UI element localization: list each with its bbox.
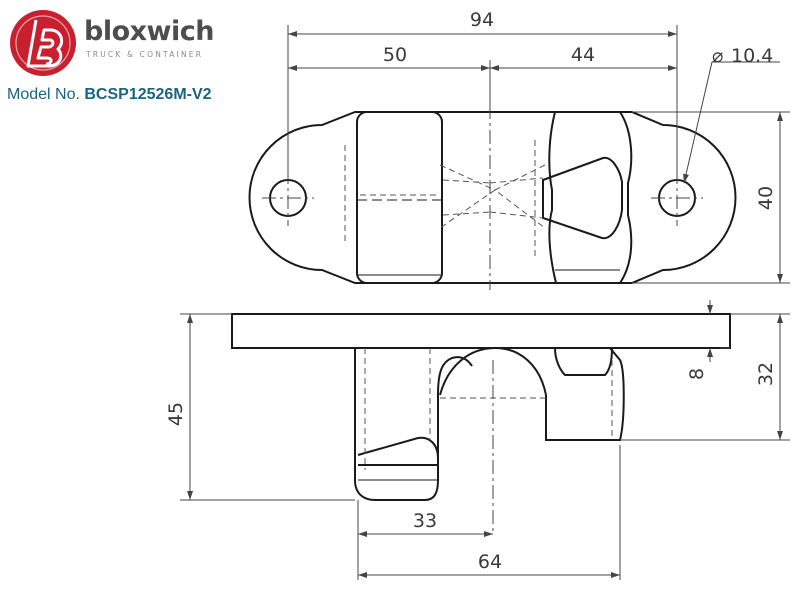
dim-left-span: 50: [383, 44, 407, 66]
dimension-lines: [180, 25, 790, 580]
top-view-hidden-lines: [344, 140, 546, 260]
dim-offset: 33: [413, 510, 437, 532]
side-view-hidden-lines: [364, 348, 613, 470]
bloxwich-logo-icon: [10, 10, 76, 76]
top-view-centerlines: [262, 105, 703, 290]
dimension-labels: 94 50 44 ⌀ 10.4 40 45 8 32 33 64: [165, 9, 777, 573]
brand-tagline: TRUCK & CONTAINER: [86, 50, 204, 59]
diameter-symbol: ⌀: [712, 45, 723, 67]
model-number: BCSP12526M-V2: [84, 86, 212, 103]
dim-width: 40: [755, 186, 777, 210]
side-view: [231, 313, 731, 501]
brand-name: bloxwich: [84, 16, 214, 47]
dim-hole-diameter: 10.4: [731, 45, 773, 67]
model-label: Model No.: [7, 86, 80, 103]
dim-height-total: 45: [165, 402, 187, 426]
dim-right-span: 44: [571, 44, 595, 66]
dim-plate-thickness: 8: [686, 368, 708, 380]
brand-header: bloxwich TRUCK & CONTAINER Model No. BCS…: [0, 0, 240, 110]
dim-overall-length: 94: [470, 9, 494, 31]
model-number-line: Model No. BCSP12526M-V2: [7, 86, 212, 104]
dim-base-length: 64: [478, 551, 502, 573]
dim-right-height: 32: [755, 362, 777, 386]
